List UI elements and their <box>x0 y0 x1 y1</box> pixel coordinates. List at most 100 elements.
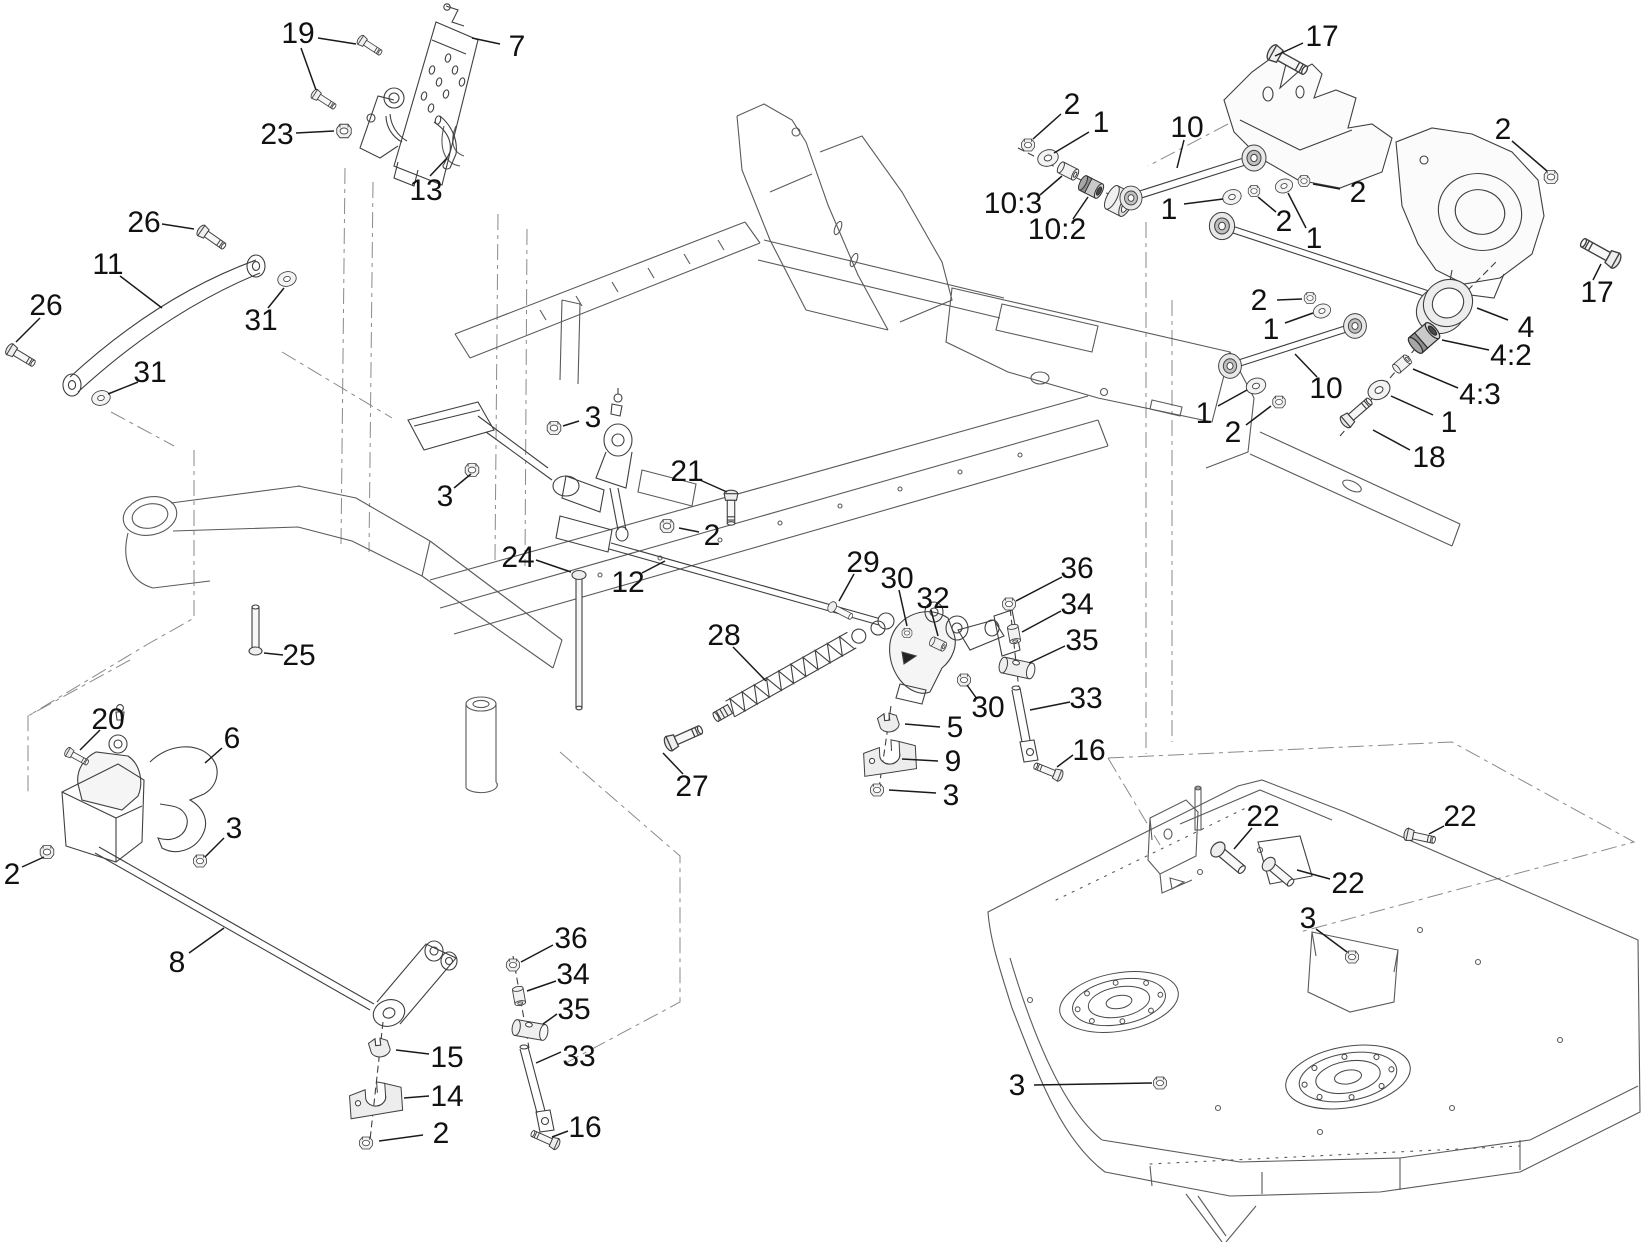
leader-line-15 <box>395 1049 430 1055</box>
trunnion-35 <box>997 655 1037 681</box>
callout-2: 2 <box>1251 284 1268 317</box>
callout-30: 30 <box>880 562 913 595</box>
lift-assist-spring-28 <box>712 599 867 722</box>
callout-4:3: 4:3 <box>1459 378 1501 411</box>
callout-5: 5 <box>947 711 964 744</box>
callout-1: 1 <box>1161 193 1178 226</box>
leader-line-27 <box>662 752 684 775</box>
nut-3 <box>546 421 562 435</box>
callout-3: 3 <box>1300 902 1317 935</box>
leader-line-17 <box>1592 263 1602 281</box>
nut-2 <box>1297 175 1311 187</box>
deck-chute <box>1185 1193 1257 1242</box>
callout-30: 30 <box>971 691 1004 724</box>
direction-arrow <box>901 651 918 665</box>
callout-15: 15 <box>430 1041 463 1074</box>
leader-line-31 <box>107 381 139 395</box>
nut-30 <box>901 628 913 638</box>
callout-19: 19 <box>281 17 314 50</box>
bearing-10-2 <box>1076 173 1107 201</box>
bolt-19b <box>309 87 339 113</box>
callout-2: 2 <box>1225 416 1242 449</box>
callout-2: 2 <box>4 858 21 891</box>
washer-1 <box>1035 146 1061 170</box>
rod-end-bushing <box>1343 313 1367 339</box>
leader-line-23 <box>295 130 335 134</box>
pivot-ring-4-cluster <box>1337 261 1497 437</box>
callout-29: 29 <box>846 546 879 579</box>
height-adjust-bracket-7 <box>309 3 479 187</box>
callout-26: 26 <box>29 289 62 322</box>
leader-line-1 <box>1053 131 1090 154</box>
nut-3 <box>870 783 884 797</box>
leader-line-4:3 <box>1412 368 1459 389</box>
bolt-20 <box>62 745 91 768</box>
callout-3: 3 <box>226 812 243 845</box>
leader-line-16 <box>1056 754 1074 768</box>
washer-31a <box>275 269 299 289</box>
leader-line-13 <box>429 157 448 177</box>
nut-3 <box>464 463 480 477</box>
nut-2 <box>659 519 675 533</box>
callout-13: 13 <box>409 174 442 207</box>
spacer-34 <box>511 985 527 1007</box>
leader-line-2 <box>1276 298 1303 301</box>
leader-line-12 <box>641 560 666 574</box>
leader-line-10 <box>1176 139 1185 169</box>
callout-25: 25 <box>282 639 315 672</box>
nut-3 <box>1345 950 1359 964</box>
callout-7: 7 <box>509 30 526 63</box>
callout-1: 1 <box>1196 397 1213 430</box>
leader-line-1 <box>1217 389 1248 407</box>
callout-34: 34 <box>556 958 589 991</box>
callout-10: 10 <box>1309 372 1342 405</box>
leader-line-11 <box>119 275 163 309</box>
clip-15 <box>367 1036 392 1059</box>
leader-line-6 <box>204 747 223 764</box>
leader-line-10:3 <box>1039 175 1063 196</box>
callout-10:2: 10:2 <box>1028 213 1086 246</box>
leader-line-19 <box>300 47 317 91</box>
callout-21: 21 <box>670 455 703 488</box>
callout-2: 2 <box>1350 176 1367 209</box>
leader-line-3 <box>1315 928 1348 953</box>
callout-22: 22 <box>1246 800 1279 833</box>
leader-line-36 <box>1015 576 1063 602</box>
leader-line-29 <box>838 573 855 602</box>
nut-36 <box>506 958 520 972</box>
nut-23 <box>336 123 352 139</box>
callout-34: 34 <box>1060 588 1093 621</box>
callout-31: 31 <box>133 356 166 389</box>
leader-line-35 <box>1028 645 1066 664</box>
nut-36 <box>1002 597 1016 611</box>
nut-2 <box>39 845 55 859</box>
callout-36: 36 <box>1060 552 1093 585</box>
callout-3: 3 <box>943 779 960 812</box>
callout-1: 1 <box>1263 313 1280 346</box>
bolt-21 <box>723 489 739 526</box>
pin-22c <box>1259 854 1298 891</box>
rear-lift-casting <box>1223 42 1624 299</box>
leader-line-30 <box>966 684 978 700</box>
deck-height-link-left <box>348 955 562 1152</box>
callout-1: 1 <box>1441 406 1458 439</box>
callout-4:2: 4:2 <box>1490 339 1532 372</box>
nut-3 <box>193 854 207 868</box>
callout-36: 36 <box>554 922 587 955</box>
leader-line-4:2 <box>1441 339 1490 351</box>
leader-line-35 <box>542 1013 558 1025</box>
spindle-left <box>1054 962 1184 1042</box>
bolt-19a <box>355 33 385 59</box>
leader-line-3 <box>453 473 472 489</box>
rod-end-bushing <box>1241 144 1267 172</box>
callout-3: 3 <box>585 401 602 434</box>
saddle-14 <box>348 1079 404 1120</box>
nut-2 <box>359 1136 373 1150</box>
nut-2 <box>1272 395 1286 409</box>
callout-8: 8 <box>169 946 186 979</box>
bolt-22b <box>1402 827 1438 847</box>
callout-17: 17 <box>1305 20 1338 53</box>
leader-line-3 <box>1033 1082 1153 1086</box>
nut-2 <box>1021 138 1035 152</box>
